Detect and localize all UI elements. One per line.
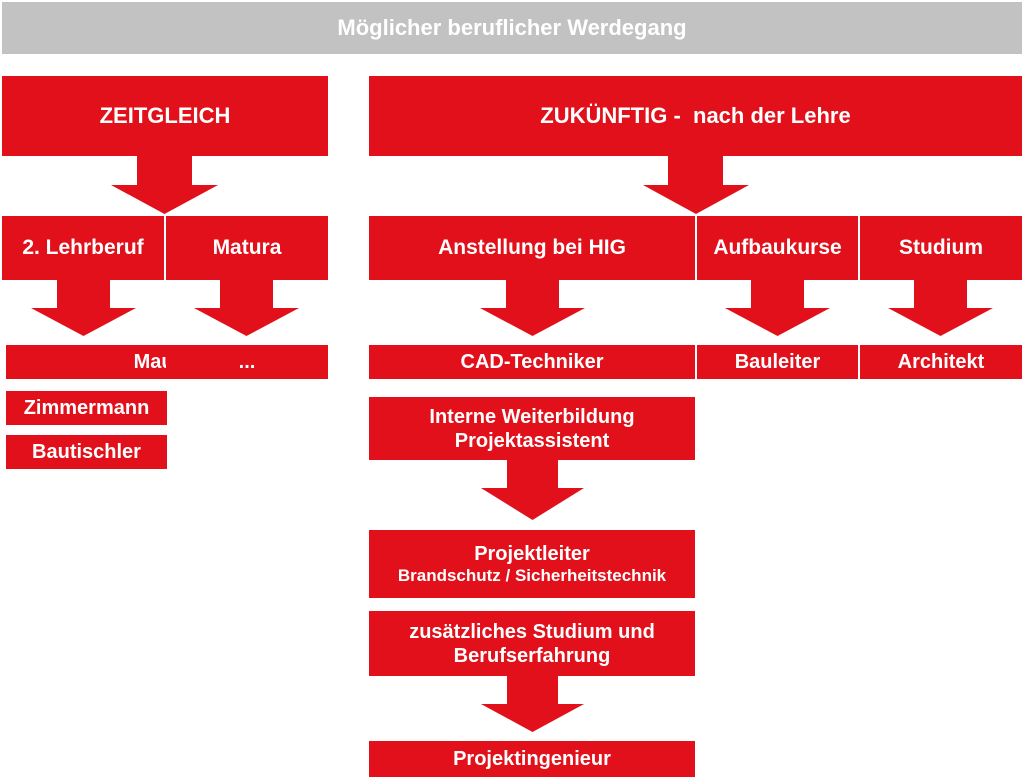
box-matura-result: ... [166,345,328,379]
arrow-anstellung-down [480,280,585,336]
box-interne-weiterbildung-line2: Projektassistent [454,429,610,452]
box-studium-label: Studium [899,236,983,260]
box-matura-result-label: ... [238,351,256,373]
arrow-berufserfahrung-down [481,676,584,732]
arrow-matura-down [194,280,299,336]
box-projektingenieur-label: Projektingenieur [453,748,611,770]
box-bauleiter-label: Bauleiter [734,351,821,373]
box-zusaetzliches-studium-line2: Berufserfahrung [453,644,611,667]
box-cad-techniker: CAD-Techniker [369,345,695,379]
box-bauleiter: Bauleiter [697,345,858,379]
box-architekt-label: Architekt [897,351,985,373]
box-projektleiter: Projektleiter Brandschutz / Sicherheitst… [369,530,695,598]
box-interne-weiterbildung: Interne Weiterbildung Projektassistent [369,397,695,460]
box-projektleiter-line1: Projektleiter [474,542,590,565]
box-anstellung-hig-label: Anstellung bei HIG [438,236,626,260]
box-anstellung-hig: Anstellung bei HIG [369,216,695,280]
box-projektleiter-line2: Brandschutz / Sicherheitstechnik [397,565,667,585]
box-zimmermann: Zimmermann [6,391,167,425]
box-bautischler-label: Bautischler [32,441,141,463]
arrow-zukuenftig-down [643,156,749,214]
box-zimmermann-label: Zimmermann [23,397,150,419]
box-aufbaukurse-label: Aufbaukurse [713,236,842,260]
header-zukuenftig-label: ZUKÜNFTIG - nach der Lehre [540,102,851,128]
header-zeitgleich-label: ZEITGLEICH [99,102,231,128]
box-studium: Studium [860,216,1022,280]
box-architekt: Architekt [860,345,1022,379]
header-zukuenftig: ZUKÜNFTIG - nach der Lehre [369,76,1022,156]
box-zusaetzliches-studium-line1: zusätzliches Studium und [409,620,655,643]
arrow-studium-down [888,280,993,336]
box-projektingenieur: Projektingenieur [369,741,695,777]
box-bautischler: Bautischler [6,435,167,469]
arrow-lehrberuf-down [31,280,136,336]
box-lehrberuf-label: 2. Lehrberuf [22,236,144,260]
arrow-zeitgleich-down [111,156,218,214]
diagram-title-banner: Möglicher beruflicher Werdegang [2,2,1022,54]
header-zeitgleich: ZEITGLEICH [2,76,328,156]
box-matura: Matura [166,216,328,280]
box-cad-techniker-label: CAD-Techniker [460,351,604,373]
box-zusaetzliches-studium: zusätzliches Studium und Berufserfahrung [369,611,695,676]
box-interne-weiterbildung-line1: Interne Weiterbildung [429,405,635,428]
arrow-aufbaukurse-down [725,280,830,336]
diagram-title: Möglicher beruflicher Werdegang [337,14,687,40]
box-matura-label: Matura [212,236,282,260]
box-aufbaukurse: Aufbaukurse [697,216,858,280]
arrow-weiterbildung-down [481,460,584,520]
box-lehrberuf: 2. Lehrberuf [2,216,164,280]
